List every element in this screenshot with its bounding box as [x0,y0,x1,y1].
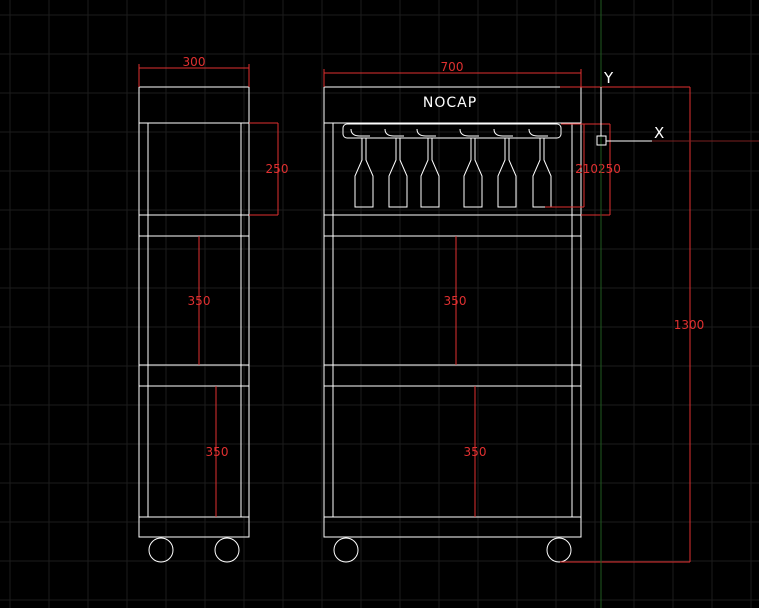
front-width-dim: 700 [441,60,464,74]
glass-foot [493,128,513,137]
front-top-board [323,86,582,124]
front-rack-dims: 210250 [575,162,621,176]
front-shelf1-dim: 350 [444,294,467,308]
side-view[interactable]: 300 250 350 350 [138,55,289,563]
side-shelf-2 [138,364,250,387]
side-wheel-left [148,537,174,563]
side-wheel-right [214,537,240,563]
front-base [323,516,582,538]
glass-rail [342,123,562,139]
glass-set [350,128,552,208]
side-shelf1-dim: 350 [188,294,211,308]
front-shelf-1 [323,214,582,237]
glass-foot [416,128,436,137]
axis-y-label: Y [603,69,614,87]
side-shelf-1 [138,214,250,237]
front-view[interactable]: NOCAP 700 210250 350 [323,60,705,563]
glass-foot [459,128,479,137]
ucs-icon[interactable]: Y X [596,0,759,608]
wine-glass [420,138,440,208]
front-shelf2-dim: 350 [464,445,487,459]
side-width-dim: 300 [183,55,206,69]
wine-glass [532,138,552,208]
front-wheel-left [333,537,359,563]
side-rack-height-dim: 250 [266,162,289,176]
wine-glass [354,138,374,208]
front-wheel-right [546,537,572,563]
wine-glass [463,138,483,208]
side-base [138,516,250,538]
glass-foot [384,128,404,137]
side-shelf2-dim: 350 [206,445,229,459]
front-total-height-dim: 1300 [674,318,705,332]
brand-logo: NOCAP [423,95,477,111]
glass-foot [528,128,548,137]
ucs-origin-box [596,135,607,146]
axis-x-label: X [654,124,664,142]
wine-glass [497,138,517,208]
front-shelf-2 [323,364,582,387]
wine-glass [388,138,408,208]
side-top-board [138,86,250,124]
glass-foot [350,128,370,137]
